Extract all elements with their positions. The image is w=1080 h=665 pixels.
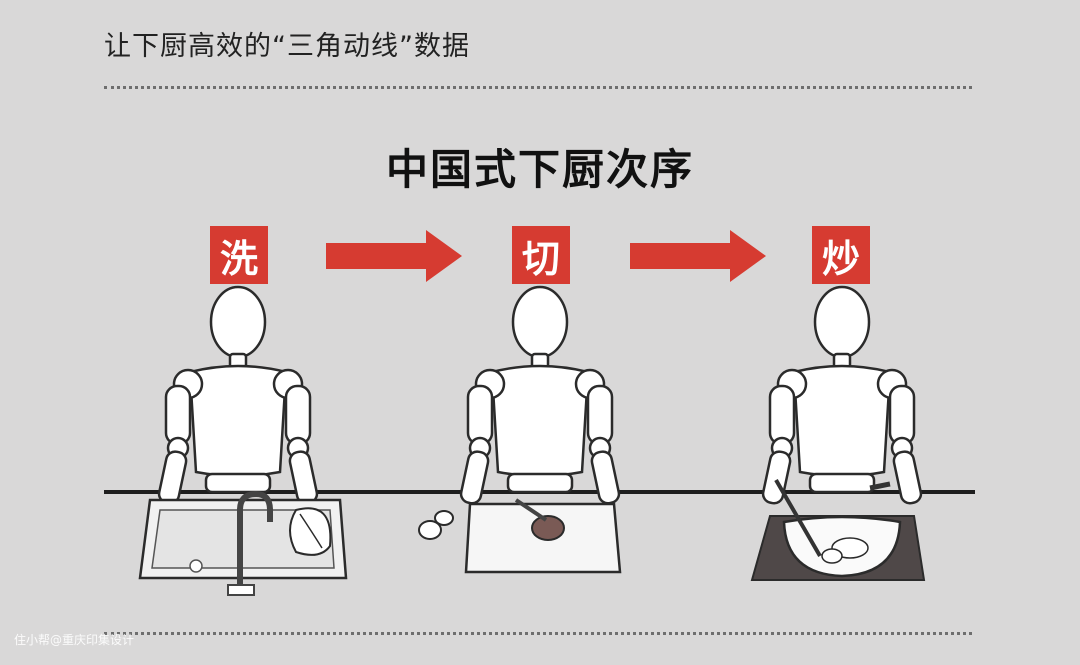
diagram-title: 中国式下厨次序 [385,145,694,194]
arrow-right-icon [630,230,766,282]
arrow-right-icon [326,230,462,282]
wok-icon [750,285,926,581]
cutting-board-icon [418,285,622,574]
top-dotted-divider [104,86,972,89]
step-label-cut: 切 [512,226,570,284]
step-label-stirfry: 炒 [812,226,870,284]
sink-icon [138,285,348,596]
step-label-wash: 洗 [210,226,268,284]
watermark: 住小帮@重庆印集设计 [14,633,135,647]
header-caption: 让下厨高效的“三角动线”数据 [104,31,470,62]
bottom-dotted-divider [104,632,972,635]
